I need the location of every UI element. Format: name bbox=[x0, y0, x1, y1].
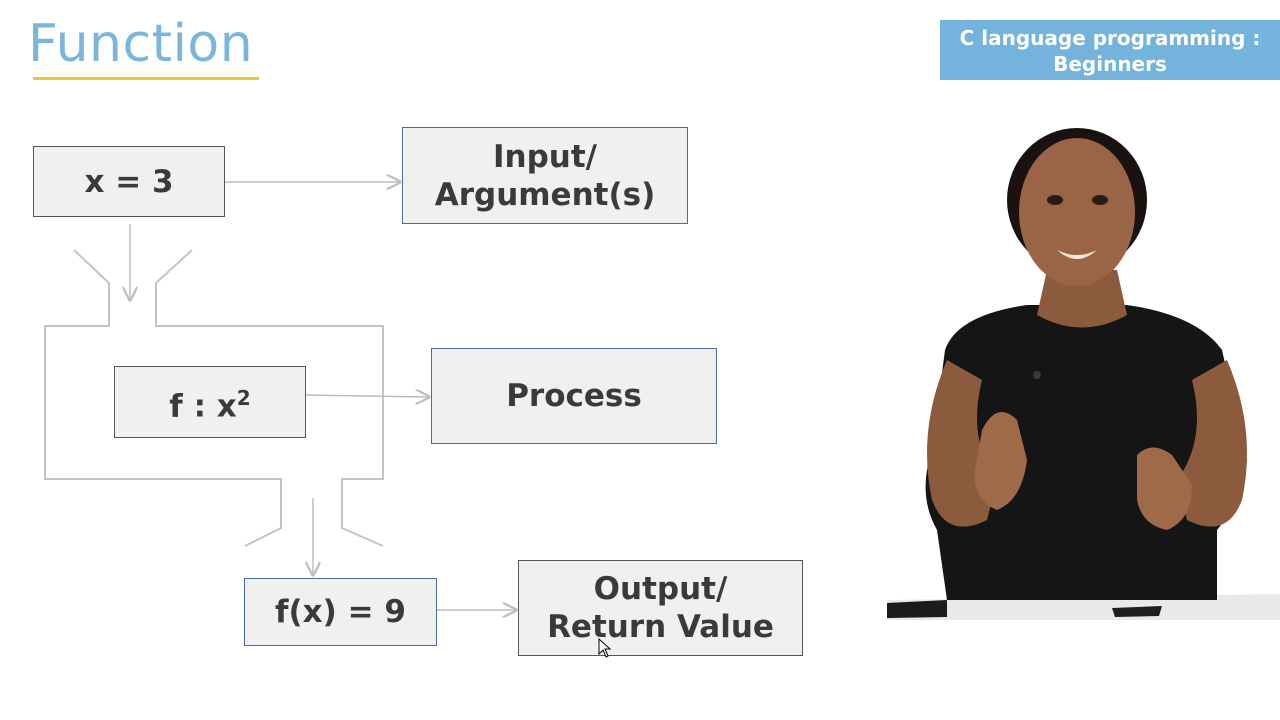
output-label-box: Output/ Return Value bbox=[518, 560, 803, 656]
title-underline bbox=[33, 77, 259, 80]
process-label-box: Process bbox=[431, 348, 717, 444]
output-value-text: f(x) = 9 bbox=[275, 594, 406, 630]
process-expression: f : x bbox=[169, 388, 237, 425]
presenter-image bbox=[887, 128, 1280, 620]
process-exponent: 2 bbox=[236, 385, 251, 410]
process-value-text: f : x2 bbox=[169, 379, 250, 425]
course-title-line1: C language programming : bbox=[959, 26, 1261, 50]
machine-outline-right bbox=[155, 249, 384, 547]
mouse-cursor-icon bbox=[598, 638, 612, 658]
course-banner: C language programming : Beginners bbox=[940, 20, 1280, 80]
input-label-line1: Input/ bbox=[492, 138, 597, 175]
input-label-box: Input/ Argument(s) bbox=[402, 127, 688, 224]
process-value-box: f : x2 bbox=[114, 366, 306, 438]
output-value-box: f(x) = 9 bbox=[244, 578, 437, 646]
input-value-box: x = 3 bbox=[33, 146, 225, 217]
output-label-line1: Output/ bbox=[593, 571, 728, 607]
arrow-process-to-label bbox=[305, 395, 429, 397]
course-title-line2: Beginners bbox=[1053, 52, 1167, 76]
process-label-text: Process bbox=[506, 378, 642, 414]
input-label-line2: Argument(s) bbox=[434, 176, 656, 213]
machine-outline bbox=[44, 249, 282, 547]
input-value-text: x = 3 bbox=[84, 163, 174, 200]
output-label-line2: Return Value bbox=[547, 609, 774, 645]
page-title: Function bbox=[28, 14, 254, 74]
